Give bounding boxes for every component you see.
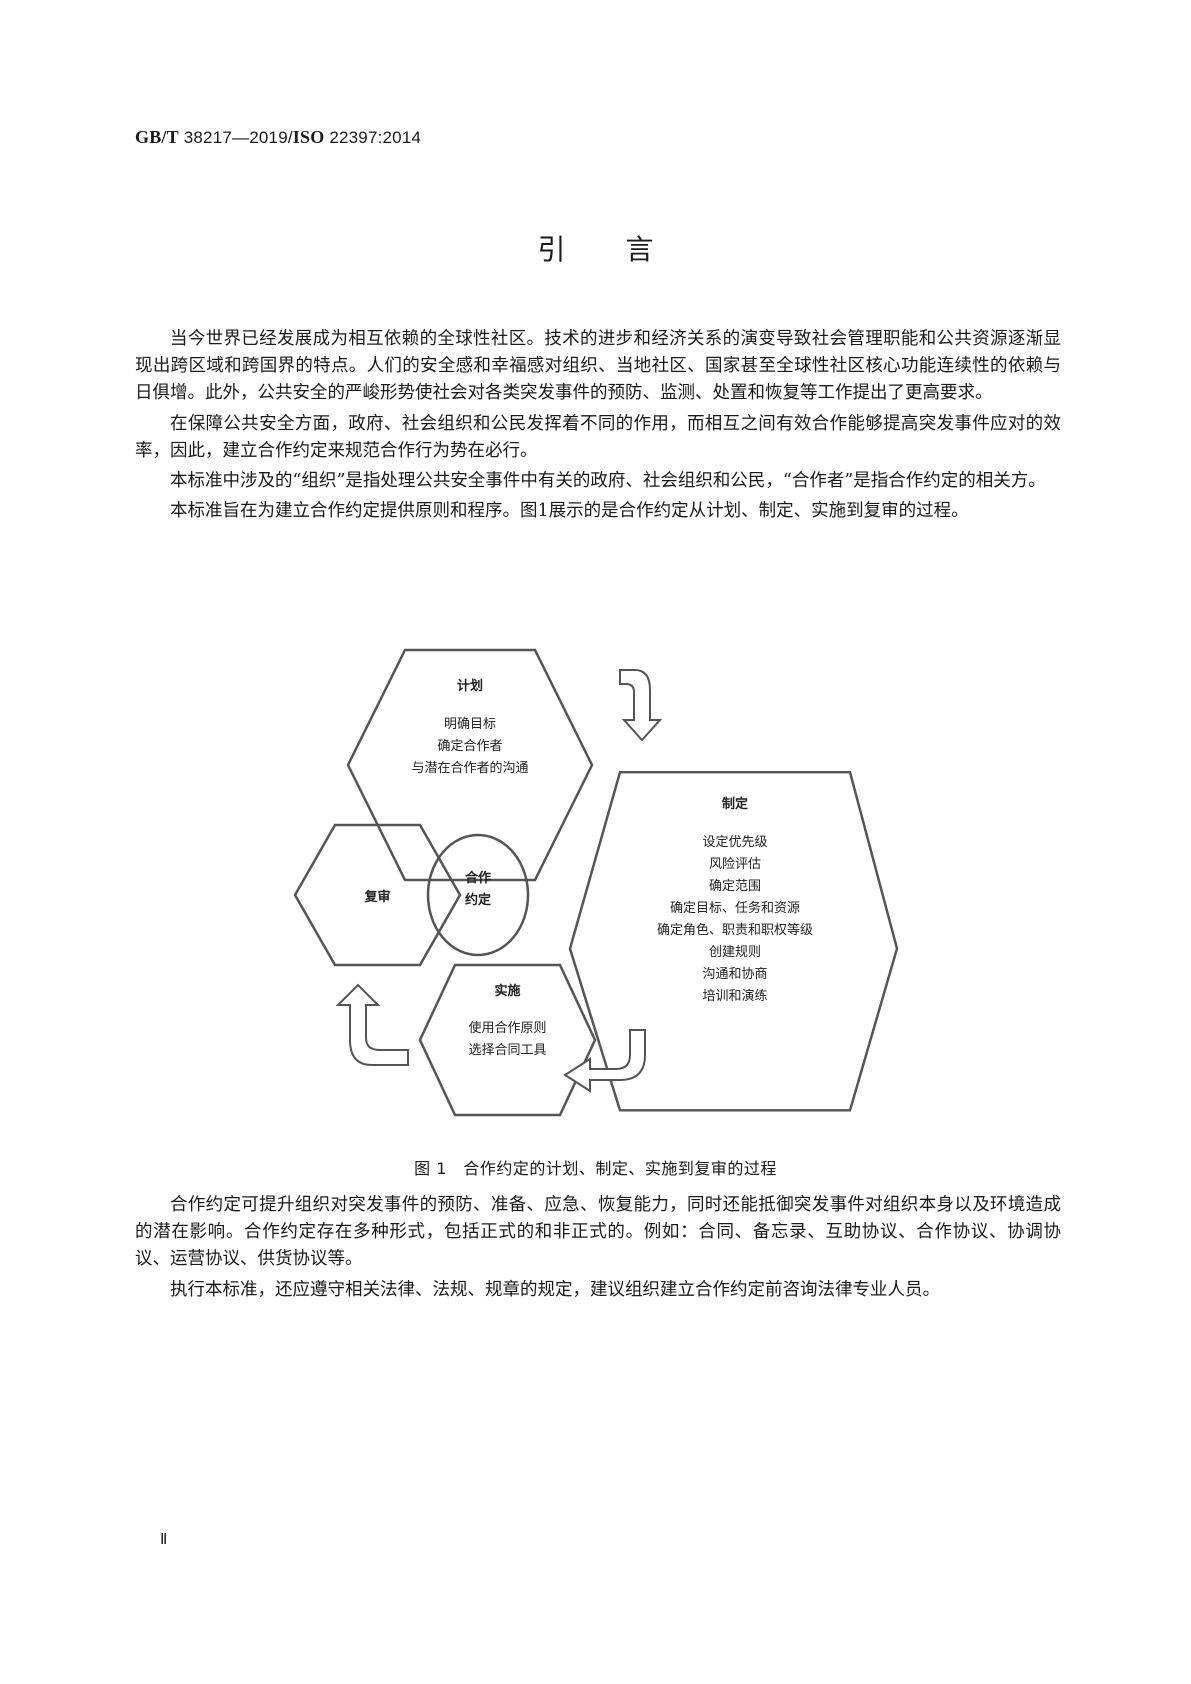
develop-item: 设定优先级 [702,835,768,850]
develop-item: 确定角色、职责和职权等级 [656,923,813,938]
paragraph-3: 本标准中涉及的“组织”是指处理公共安全事件中有关的政府、社会组织和公民，“合作者… [170,471,1046,492]
develop-items: 设定优先级 风险评估 确定范围 确定目标、任务和资源 确定角色、职责和职权等级 … [625,832,845,1008]
figure-1-diagram: 计划 明确目标 确定合作者 与潜在合作者的沟通 制定 设定优先级 风险评估 确定… [290,640,910,1120]
diagram-shapes [293,648,899,1117]
plan-hexagon [346,648,594,882]
standard-prefix: GB/T [135,127,179,147]
paragraph-1: 当今世界已经发展成为相互依赖的全球性社区。技术的进步和经济关系的演变导致社会管理… [135,329,1061,404]
develop-item: 沟通和协商 [702,967,768,982]
paragraph-2: 在保障公共安全方面，政府、社会组织和公民发挥着不同的作用，而相互之间有效合作能够… [135,413,1061,461]
center-label: 合作 约定 [438,868,518,912]
standard-header: GB/T 38217—2019/ISO 22397:2014 [135,127,421,148]
intro-body-bottom: 合作约定可提升组织对突发事件的预防、准备、应急、恢复能力，同时还能抵御突发事件对… [135,1192,1061,1307]
plan-items: 明确目标 确定合作者 与潜在合作者的沟通 [370,714,570,780]
implement-item: 选择合同工具 [468,1043,547,1058]
iso-prefix: ISO [292,127,325,147]
develop-item: 确定目标、任务和资源 [669,901,800,916]
implement-items: 使用合作原则 选择合同工具 [440,1018,575,1062]
review-title: 复审 [364,890,391,905]
plan-item: 确定合作者 [437,739,503,754]
develop-item: 培训和演练 [702,989,768,1004]
review-hexagon [293,823,462,967]
develop-hexagon [568,770,899,1112]
develop-item: 确定范围 [708,879,761,894]
develop-item: 风险评估 [708,857,761,872]
figure-caption: 图 1 合作约定的计划、制定、实施到复审的过程 [414,1159,777,1178]
implement-hexagon [418,963,597,1117]
paragraph-5: 合作约定可提升组织对突发事件的预防、准备、应急、恢复能力，同时还能抵御突发事件对… [135,1195,1061,1270]
standard-number: 38217—2019/ [178,128,293,147]
plan-item: 与潜在合作者的沟通 [411,761,529,776]
arrow-develop-to-implement-icon [563,1029,646,1093]
arrow-implement-to-review-icon [335,983,409,1066]
center-label-line1: 合作 [464,871,491,886]
iso-number: 22397:2014 [324,128,422,147]
page-number: Ⅱ [160,1532,168,1548]
intro-body-top: 当今世界已经发展成为相互依赖的全球性社区。技术的进步和经济关系的演变导致社会管理… [135,326,1061,528]
implement-title: 实施 [494,984,521,999]
center-label-line2: 约定 [464,893,491,908]
plan-item: 明确目标 [443,717,496,732]
develop-item: 创建规则 [708,945,761,960]
center-circle [426,833,530,957]
plan-title: 计划 [456,679,483,694]
paragraph-6: 执行本标准，还应遵守相关法律、法规、规章的规定，建议组织建立合作约定前咨询法律专… [170,1279,940,1300]
implement-item: 使用合作原则 [468,1021,547,1036]
page-title: 引言 [537,233,714,266]
paragraph-4: 本标准旨在为建立合作约定提供原则和程序。图1展示的是合作约定从计划、制定、实施到… [170,501,969,522]
develop-title: 制定 [721,797,748,812]
arrow-plan-to-develop-icon [619,669,663,742]
